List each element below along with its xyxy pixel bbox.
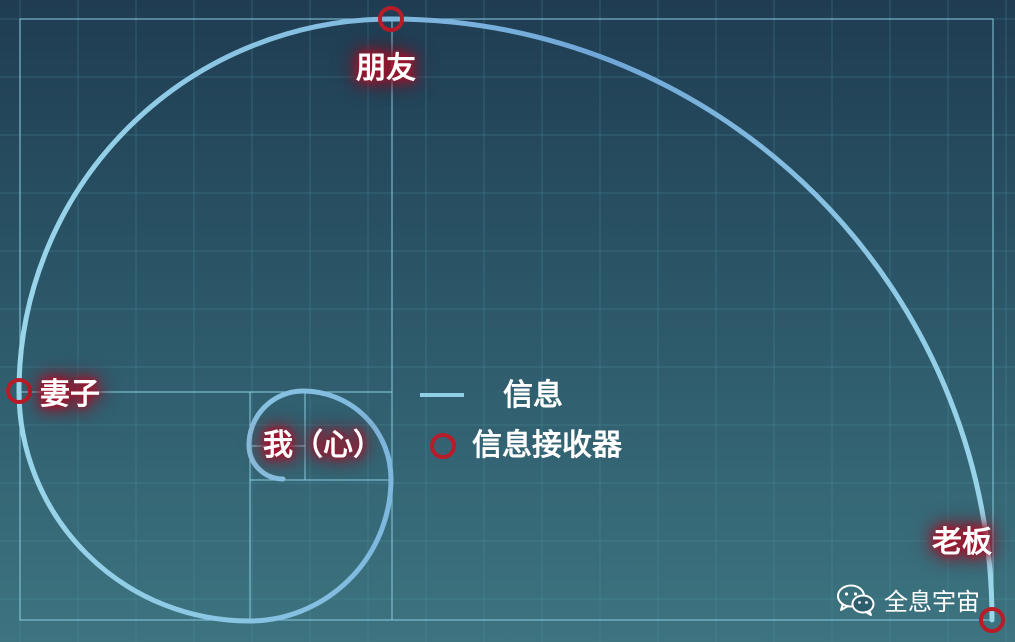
node-label-wife: 妻子: [40, 377, 100, 412]
node-label-friend: 朋友: [356, 51, 416, 86]
wechat-icon: [837, 584, 875, 616]
watermark: 全息宇宙: [836, 582, 980, 617]
watermark-text: 全息宇宙: [884, 588, 980, 616]
outer-rectangle: [19, 18, 994, 621]
node-label-self: 我（心）: [263, 428, 383, 463]
golden-spiral: [16, 16, 995, 624]
wife-receiver-icon: [6, 378, 32, 404]
golden-rectangles: [19, 18, 994, 621]
boss-receiver-icon: [979, 607, 1005, 633]
legend-circle-icon: [430, 433, 456, 459]
legend-circle-label: 信息接收器: [472, 428, 622, 463]
friend-receiver-icon: [378, 6, 404, 32]
legend-line-label: 信息: [503, 378, 563, 413]
node-label-boss: 老板: [932, 525, 992, 560]
